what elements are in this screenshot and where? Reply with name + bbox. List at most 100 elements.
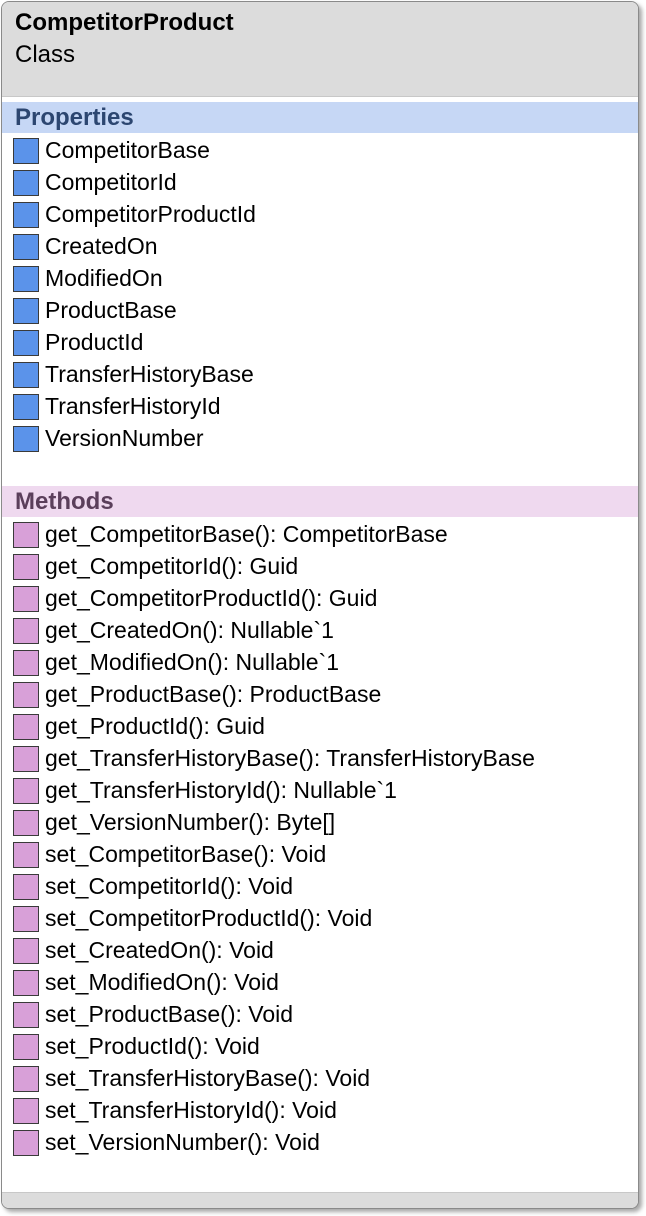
method-icon <box>13 618 39 644</box>
method-icon <box>13 1034 39 1060</box>
method-item-label: set_CompetitorBase(): Void <box>45 841 327 867</box>
properties-section-title: Properties <box>15 104 134 131</box>
property-item: CreatedOn <box>2 232 638 264</box>
method-item-label: set_TransferHistoryId(): Void <box>45 1097 337 1123</box>
method-icon <box>13 938 39 964</box>
method-icon <box>13 874 39 900</box>
method-item-label: set_CompetitorProductId(): Void <box>45 905 373 931</box>
method-icon <box>13 746 39 772</box>
property-icon <box>13 426 39 452</box>
method-icon <box>13 522 39 548</box>
method-item: get_ModifiedOn(): Nullable`1 <box>2 648 638 680</box>
method-icon <box>13 554 39 580</box>
method-item-label: set_ProductId(): Void <box>45 1033 260 1059</box>
method-item: get_CompetitorProductId(): Guid <box>2 584 638 616</box>
properties-section-header: Properties <box>2 102 638 133</box>
method-item: set_CreatedOn(): Void <box>2 936 638 968</box>
method-item: get_CreatedOn(): Nullable`1 <box>2 616 638 648</box>
method-item: set_CompetitorProductId(): Void <box>2 904 638 936</box>
method-icon <box>13 1098 39 1124</box>
method-item: set_CompetitorBase(): Void <box>2 840 638 872</box>
property-item: CompetitorId <box>2 168 638 200</box>
method-icon <box>13 682 39 708</box>
class-kind: Class <box>15 41 76 68</box>
method-icon <box>13 970 39 996</box>
method-item-label: set_VersionNumber(): Void <box>45 1129 320 1155</box>
property-icon <box>13 202 39 228</box>
method-icon <box>13 1130 39 1156</box>
method-item-label: set_CompetitorId(): Void <box>45 873 294 899</box>
method-item-label: get_CompetitorId(): Guid <box>45 553 299 579</box>
property-icon <box>13 362 39 388</box>
method-item-label: get_TransferHistoryBase(): TransferHisto… <box>45 745 535 771</box>
property-icon <box>13 170 39 196</box>
method-item-label: get_CreatedOn(): Nullable`1 <box>45 617 334 643</box>
method-item-label: set_ProductBase(): Void <box>45 1001 294 1027</box>
method-item: get_ProductBase(): ProductBase <box>2 680 638 712</box>
methods-list: get_CompetitorBase(): CompetitorBase get_… <box>2 520 638 1160</box>
property-item-label: TransferHistoryBase <box>45 361 254 387</box>
property-icon <box>13 394 39 420</box>
property-item-label: ProductId <box>45 329 144 355</box>
property-item-label: CompetitorId <box>45 169 177 195</box>
property-item-label: CreatedOn <box>45 233 158 259</box>
property-item-label: VersionNumber <box>45 425 204 451</box>
method-icon <box>13 1002 39 1028</box>
property-item-label: ModifiedOn <box>45 265 163 291</box>
property-item-label: CompetitorProductId <box>45 201 256 227</box>
method-item-label: get_ProductId(): Guid <box>45 713 265 739</box>
property-icon <box>13 330 39 356</box>
method-item: set_ProductId(): Void <box>2 1032 638 1064</box>
method-icon <box>13 842 39 868</box>
method-item-label: set_ModifiedOn(): Void <box>45 969 279 995</box>
method-item: get_ProductId(): Guid <box>2 712 638 744</box>
method-icon <box>13 650 39 676</box>
class-header: CompetitorProduct Class <box>2 2 638 97</box>
method-item-label: get_CompetitorBase(): CompetitorBase <box>45 521 448 547</box>
method-item: set_TransferHistoryId(): Void <box>2 1096 638 1128</box>
method-item-label: get_ProductBase(): ProductBase <box>45 681 382 707</box>
method-icon <box>13 714 39 740</box>
property-item: VersionNumber <box>2 424 638 456</box>
property-item-label: CompetitorBase <box>45 137 210 163</box>
property-icon <box>13 298 39 324</box>
method-item: set_CompetitorId(): Void <box>2 872 638 904</box>
method-item: get_TransferHistoryBase(): TransferHisto… <box>2 744 638 776</box>
property-item: TransferHistoryBase <box>2 360 638 392</box>
property-item: CompetitorProductId <box>2 200 638 232</box>
property-item: ModifiedOn <box>2 264 638 296</box>
property-icon <box>13 234 39 260</box>
method-item-label: set_CreatedOn(): Void <box>45 937 274 963</box>
method-item-label: get_ModifiedOn(): Nullable`1 <box>45 649 340 675</box>
property-item-label: TransferHistoryId <box>45 393 221 419</box>
property-item: ProductId <box>2 328 638 360</box>
methods-section-title: Methods <box>15 488 114 515</box>
property-item: ProductBase <box>2 296 638 328</box>
property-item-label: ProductBase <box>45 297 177 323</box>
property-item: TransferHistoryId <box>2 392 638 424</box>
property-icon <box>13 138 39 164</box>
method-item-label: get_CompetitorProductId(): Guid <box>45 585 378 611</box>
methods-section-header: Methods <box>2 486 638 517</box>
property-icon <box>13 266 39 292</box>
method-item: set_ModifiedOn(): Void <box>2 968 638 1000</box>
method-item: get_VersionNumber(): Byte[] <box>2 808 638 840</box>
method-item: get_CompetitorId(): Guid <box>2 552 638 584</box>
method-item: set_TransferHistoryBase(): Void <box>2 1064 638 1096</box>
class-footer <box>2 1192 638 1208</box>
method-item: get_CompetitorBase(): CompetitorBase <box>2 520 638 552</box>
method-item: get_TransferHistoryId(): Nullable`1 <box>2 776 638 808</box>
class-name: CompetitorProduct <box>15 9 234 36</box>
method-item: set_VersionNumber(): Void <box>2 1128 638 1160</box>
method-item-label: get_TransferHistoryId(): Nullable`1 <box>45 777 397 803</box>
method-item-label: set_TransferHistoryBase(): Void <box>45 1065 371 1091</box>
method-item-label: get_VersionNumber(): Byte[] <box>45 809 336 835</box>
property-item: CompetitorBase <box>2 136 638 168</box>
method-icon <box>13 778 39 804</box>
method-icon <box>13 810 39 836</box>
method-item: set_ProductBase(): Void <box>2 1000 638 1032</box>
method-icon <box>13 906 39 932</box>
method-icon <box>13 586 39 612</box>
